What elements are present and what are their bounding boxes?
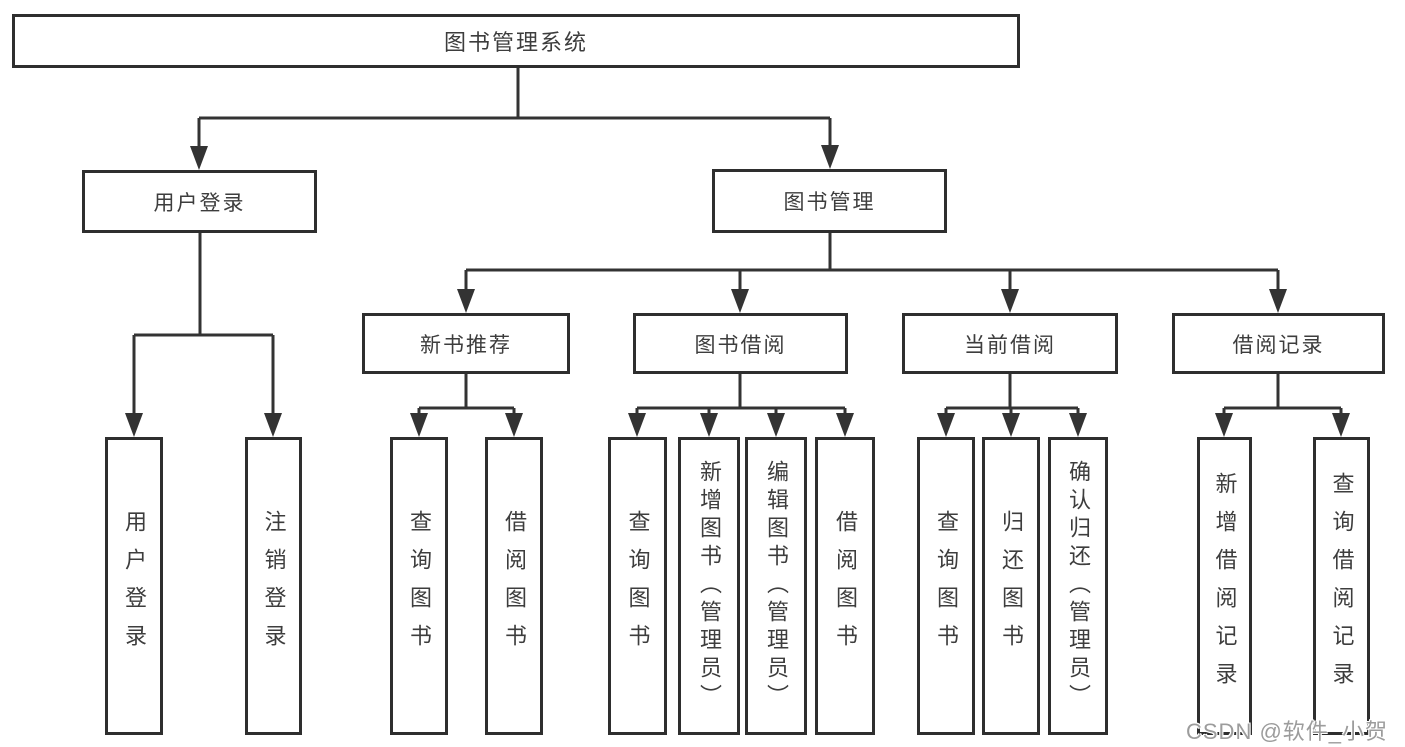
tree-edges	[132, 68, 1343, 431]
leaf-borrow-edit-books-admin: 编辑图书（管理员）	[745, 437, 807, 735]
leaf-records-query-record: 查询借阅记录	[1313, 437, 1370, 735]
csdn-watermark: CSDN @软件_小贺同学	[1186, 719, 1389, 744]
leaf-current-query-books: 查询图书	[917, 437, 975, 735]
node-root: 图书管理系统	[12, 14, 1020, 68]
leaf-recommend-query-books: 查询图书	[390, 437, 448, 735]
leaf-borrow-borrow-books: 借阅图书	[815, 437, 875, 735]
leaf-user-login: 用户登录	[105, 437, 163, 735]
arrowheads	[125, 145, 1350, 437]
node-book-borrow: 图书借阅	[633, 313, 848, 374]
leaf-current-return-books: 归还图书	[982, 437, 1040, 735]
leaf-current-confirm-return-admin: 确认归还（管理员）	[1048, 437, 1108, 735]
node-borrow-records: 借阅记录	[1172, 313, 1385, 374]
node-book-management: 图书管理	[712, 169, 947, 233]
leaf-borrow-query-books: 查询图书	[608, 437, 667, 735]
node-user-login: 用户登录	[82, 170, 317, 233]
leaf-borrow-add-books-admin: 新增图书（管理员）	[678, 437, 740, 735]
leaf-records-add-record: 新增借阅记录	[1197, 437, 1252, 735]
node-current-borrow: 当前借阅	[902, 313, 1118, 374]
leaf-logout: 注销登录	[245, 437, 302, 735]
node-new-book-recommend: 新书推荐	[362, 313, 570, 374]
leaf-recommend-borrow-books: 借阅图书	[485, 437, 543, 735]
